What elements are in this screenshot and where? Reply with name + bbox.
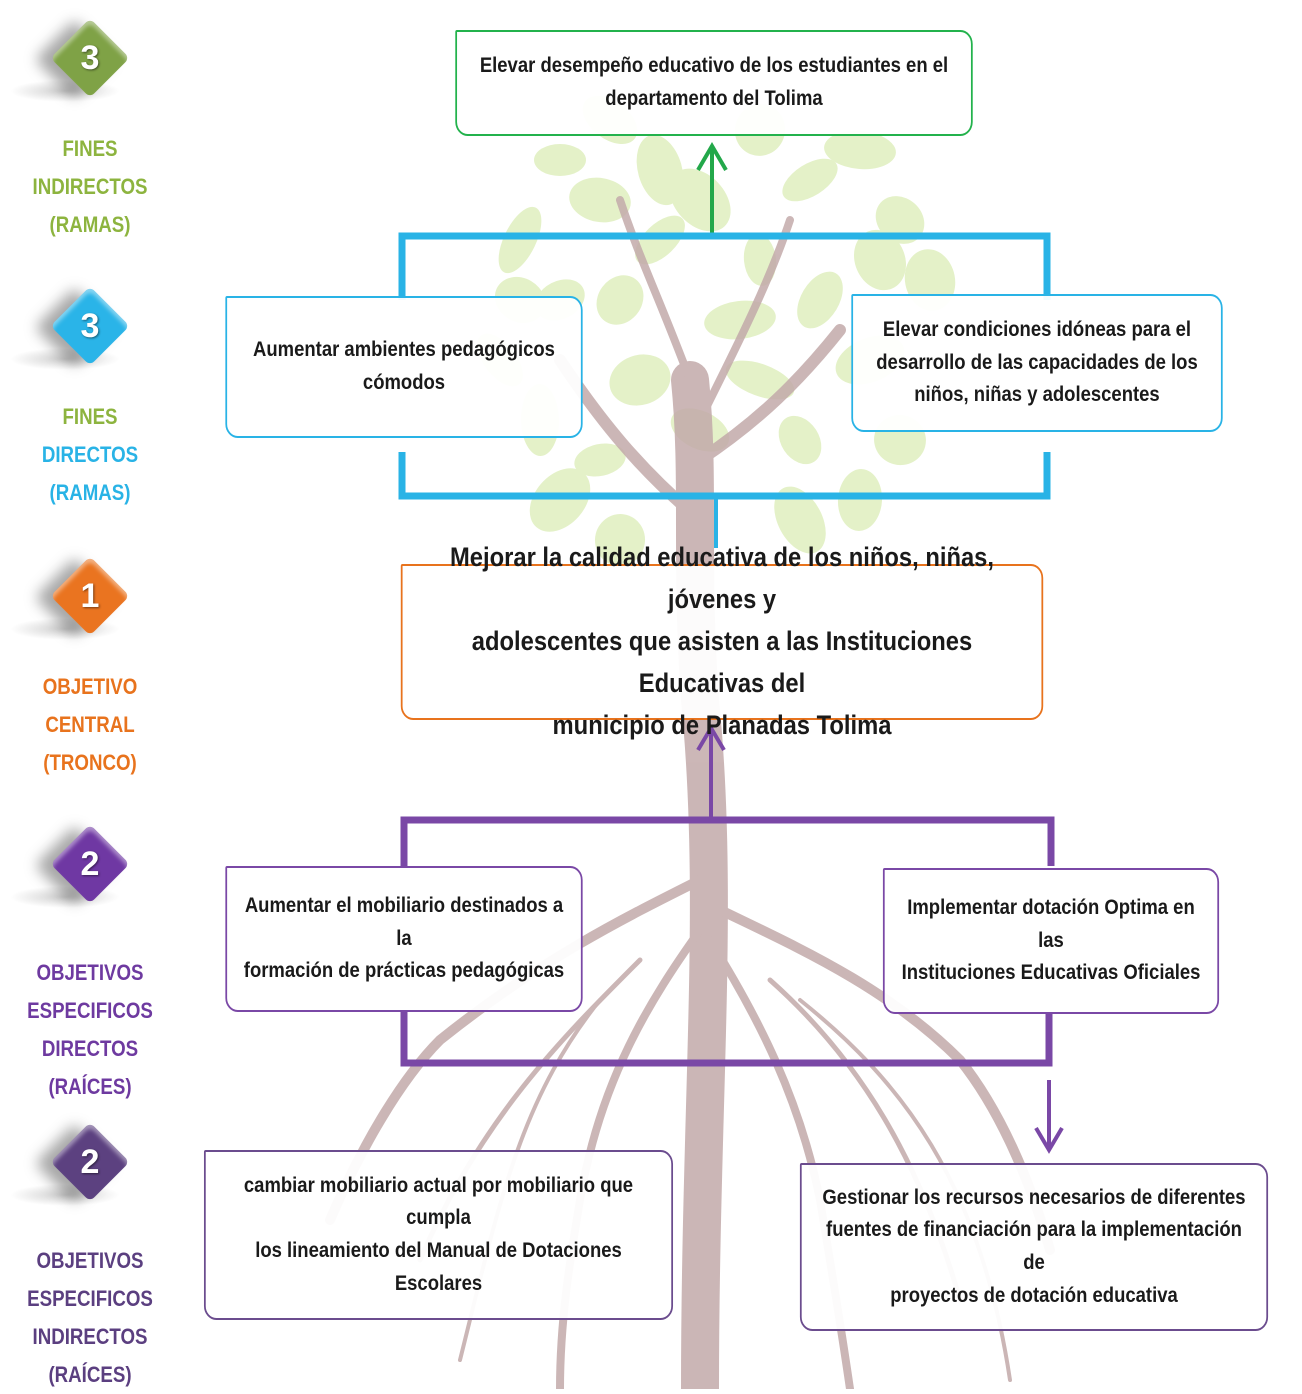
- leaf-shape: [837, 469, 883, 531]
- leaf-shape: [594, 514, 646, 566]
- level-4-badge: 2: [10, 824, 130, 908]
- fin-directo-box-2: Elevar condiciones idóneas para el desar…: [851, 294, 1223, 432]
- level-number: 1: [80, 576, 100, 615]
- level-label-line: FINES: [62, 136, 118, 161]
- leaf-shape: [774, 486, 826, 554]
- level-label-line: OBJETIVO: [42, 674, 138, 699]
- level-1-label: FINES INDIRECTOS (RAMAS): [14, 130, 167, 244]
- leaf-shape: [534, 144, 586, 176]
- blue-bracket-top: [398, 232, 1051, 300]
- level-label-line: OBJETIVOS: [36, 1248, 144, 1273]
- arrow-head-green: [696, 142, 728, 172]
- leaf-shape: [669, 168, 731, 232]
- level-label-line: CENTRAL: [45, 712, 135, 737]
- level-label-line: (RAMAS): [49, 480, 131, 505]
- level-3-label: OBJETIVO CENTRAL (TRONCO): [14, 668, 167, 782]
- level-label-line: INDIRECTOS: [32, 174, 148, 199]
- tree-branch-shape: [616, 196, 694, 384]
- level-label-line: ESPECIFICOS: [27, 998, 153, 1023]
- level-label-line: (RAÍCES): [48, 1362, 132, 1387]
- level-3-badge: 1: [10, 556, 130, 640]
- leaf-shape: [824, 130, 896, 170]
- leaf-shape: [498, 206, 542, 274]
- level-label-line: (RAMAS): [49, 212, 131, 237]
- leaf-shape: [569, 177, 631, 223]
- leaf-shape: [782, 158, 838, 202]
- level-label-line: FINES: [62, 404, 118, 429]
- level-label-line: (TRONCO): [43, 750, 137, 775]
- level-number: 2: [80, 1142, 100, 1181]
- level-number: 3: [80, 306, 100, 345]
- leaf-shape: [853, 229, 907, 291]
- leaf-shape: [797, 271, 843, 329]
- level-number: 3: [80, 38, 100, 77]
- fin-directo-box-1: Aumentar ambientes pedagógicos cómodos: [225, 296, 583, 438]
- leaf-shape: [574, 443, 626, 477]
- blue-bracket-bottom: [398, 452, 1051, 500]
- level-number: 2: [80, 844, 100, 883]
- leaf-shape: [725, 360, 795, 400]
- especifico-directo-box-1: Aumentar el mobiliario destinados a la f…: [225, 866, 583, 1012]
- especifico-directo-box-2: Implementar dotación Optima en las Insti…: [882, 868, 1220, 1014]
- purple-bracket-bottom: [400, 1012, 1053, 1067]
- level-1-badge: 3: [10, 18, 130, 102]
- level-2-label: FINES DIRECTOS (RAMAS): [14, 398, 167, 512]
- level-label-line: DIRECTOS: [41, 442, 139, 467]
- leaf-shape: [635, 215, 685, 265]
- tree-branch-shape: [325, 875, 705, 1225]
- tree-branch-shape: [694, 324, 846, 466]
- level-2-badge: 3: [10, 286, 130, 370]
- leaf-shape: [529, 468, 591, 532]
- especifico-indirecto-box-2: Gestionar los recursos necesarios de dif…: [799, 1163, 1269, 1331]
- arrow-head-purple-down: [1034, 1126, 1064, 1154]
- leaf-shape: [609, 354, 671, 406]
- objetivo-central-box: Mejorar la calidad educativa de los niño…: [400, 542, 1044, 740]
- level-5-badge: 2: [10, 1122, 130, 1206]
- level-label-line: OBJETIVOS: [36, 960, 144, 985]
- leaf-shape: [778, 415, 822, 465]
- tree-branch-shape: [696, 216, 794, 424]
- level-4-label: OBJETIVOS ESPECIFICOS DIRECTOS (RAÍCES): [14, 954, 167, 1106]
- especifico-indirecto-box-1: cambiar mobiliario actual por mobiliario…: [203, 1150, 674, 1320]
- fin-indirecto-box: Elevar desempeño educativo de los estudi…: [455, 30, 973, 136]
- level-label-line: (RAÍCES): [48, 1074, 132, 1099]
- arrow-head-purple: [696, 724, 726, 752]
- level-label-line: DIRECTOS: [41, 1036, 139, 1061]
- level-label-line: ESPECIFICOS: [27, 1286, 153, 1311]
- leaf-shape: [596, 275, 644, 325]
- level-label-line: INDIRECTOS: [32, 1324, 148, 1349]
- leaf-shape: [875, 196, 925, 244]
- level-5-label: OBJETIVOS ESPECIFICOS INDIRECTOS (RAÍCES): [14, 1242, 167, 1394]
- purple-bracket-top: [400, 816, 1055, 866]
